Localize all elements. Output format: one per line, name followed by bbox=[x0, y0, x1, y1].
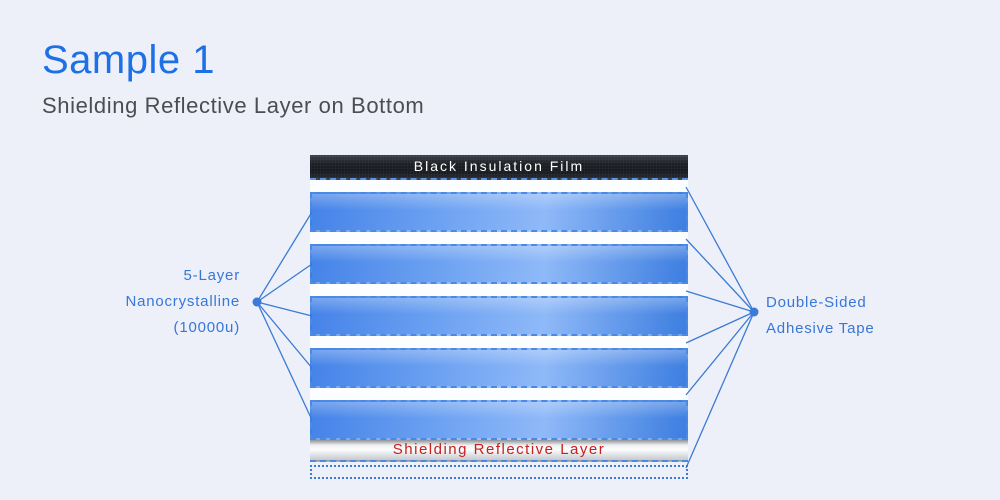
left-callout-line-1: 5-Layer bbox=[183, 267, 240, 284]
right-callout-anchor-dot bbox=[749, 307, 759, 317]
bottom-adhesive-tape-outline bbox=[310, 465, 688, 479]
left-callout-label: 5-Layer Nanocrystalline (10000u) bbox=[40, 263, 240, 341]
nanocrystalline-layer bbox=[310, 400, 688, 440]
right-callout-label: Double-Sided Adhesive Tape bbox=[766, 290, 875, 342]
left-callout-line-2: Nanocrystalline bbox=[125, 293, 240, 310]
shielding-reflective-layer-label: Shielding Reflective Layer bbox=[392, 441, 606, 458]
layer-stack-diagram: Black Insulation Film Shielding Reflecti… bbox=[310, 155, 688, 479]
left-callout-line-3: (10000u) bbox=[173, 319, 240, 336]
nanocrystalline-layer bbox=[310, 192, 688, 232]
nanocrystalline-layer bbox=[310, 296, 688, 336]
shielding-reflective-layer: Shielding Reflective Layer bbox=[310, 440, 688, 462]
black-insulation-film-label: Black Insulation Film bbox=[413, 158, 585, 174]
page-subtitle: Shielding Reflective Layer on Bottom bbox=[42, 93, 425, 118]
right-callout-line-1: Double-Sided bbox=[766, 294, 867, 311]
black-insulation-film-layer: Black Insulation Film bbox=[310, 155, 688, 180]
nanocrystalline-layer-group bbox=[310, 192, 688, 440]
right-callout-line-2: Adhesive Tape bbox=[766, 320, 875, 337]
layer-stack-main: Black Insulation Film Shielding Reflecti… bbox=[310, 155, 688, 462]
page-title: Sample 1 bbox=[42, 38, 215, 82]
left-callout-anchor-dot bbox=[252, 297, 262, 307]
nanocrystalline-layer bbox=[310, 244, 688, 284]
nanocrystalline-layer bbox=[310, 348, 688, 388]
